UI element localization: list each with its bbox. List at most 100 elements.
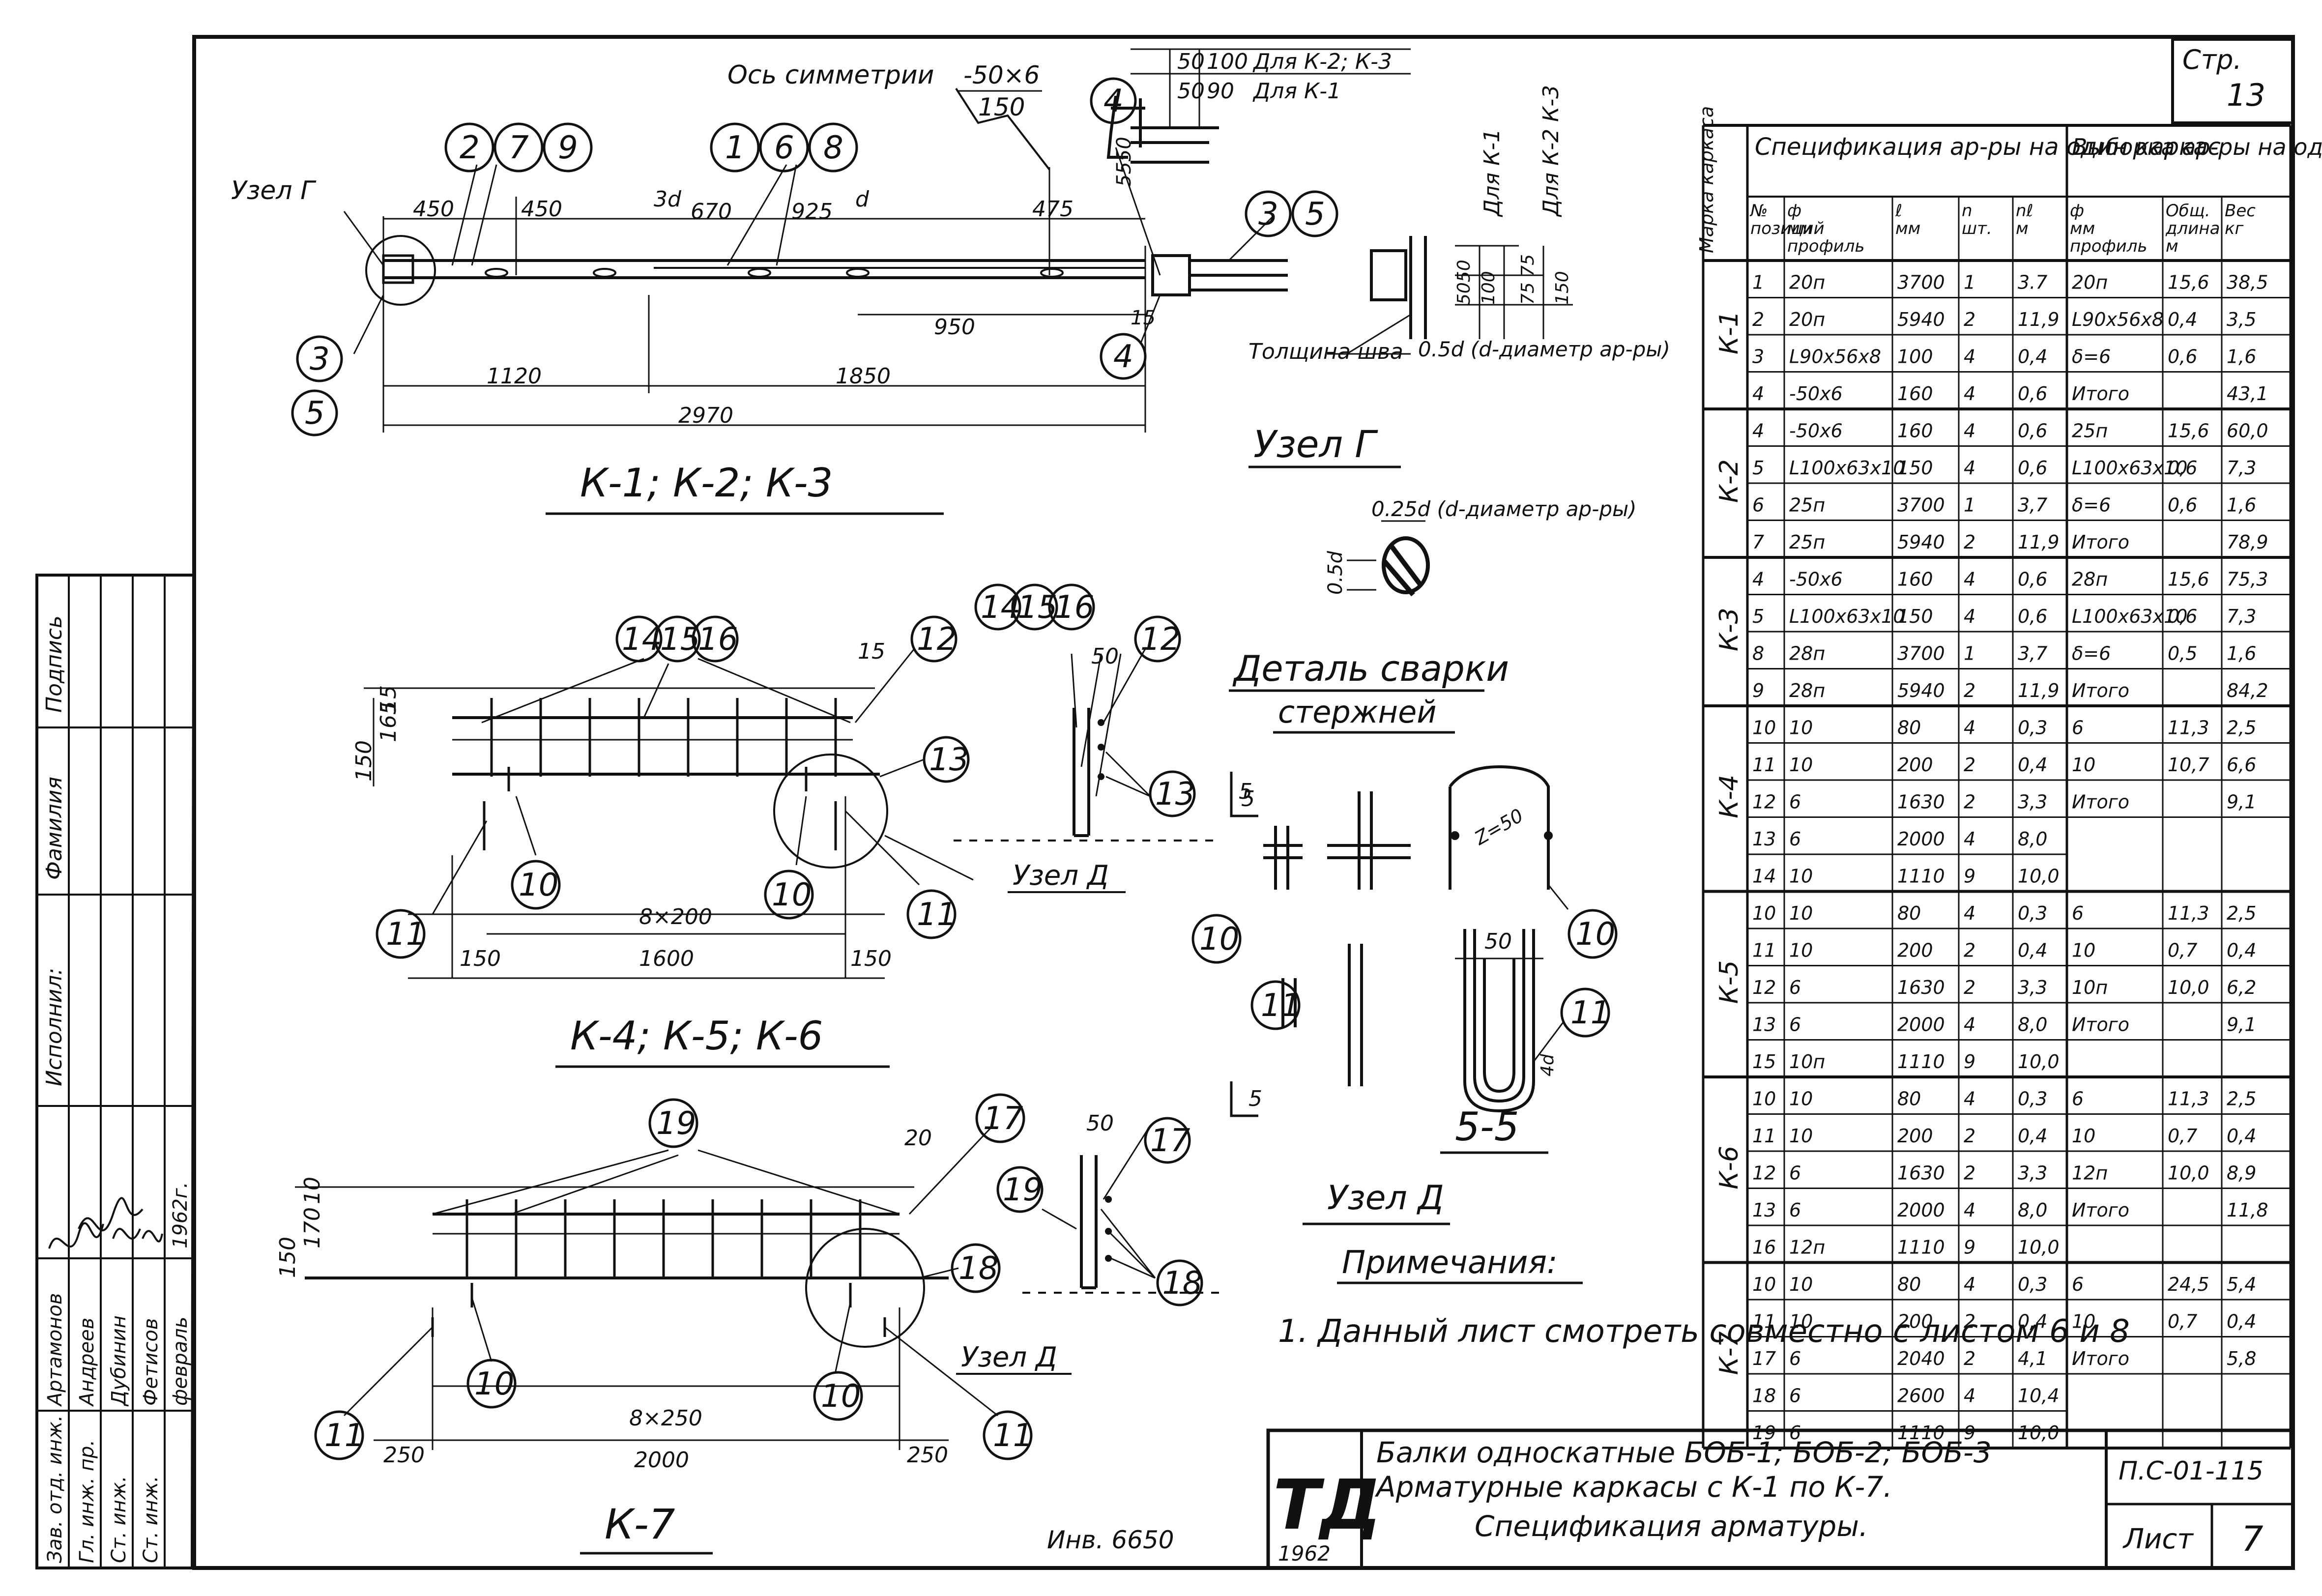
table-cell-К-3-r0-c0: 4 [1752, 569, 1764, 590]
table-cell-К-6-r2-c3: 2 [1964, 1162, 1975, 1184]
k7-labels: 19 17 18 10 11 10 11 10 170 150 20 8×250… [275, 1093, 1072, 1555]
dim-1120: 1120 [487, 364, 542, 389]
table-cell-К-6-r1-c3: 2 [1964, 1125, 1975, 1147]
table-cell-К-1-r3-c3: 4 [1964, 383, 1975, 405]
table-cell-К-1-r1-c4: 11,9 [2018, 309, 2060, 330]
k456-callout-14: 14 [622, 621, 662, 658]
table-col-head-7: длина [2165, 219, 2220, 238]
table-cell-К-4-r4-c4: 10,0 [2018, 866, 2060, 887]
callout-8: 8 [823, 130, 843, 166]
k7-callout-11b: 11 [993, 1418, 1033, 1454]
stamp-role-1: Зав. отд. инж. [44, 1415, 66, 1563]
dim-925: 925 [791, 199, 833, 224]
table-cell-К-7-r3-c4: 10,4 [2018, 1385, 2060, 1407]
table-cell-К-7-r3-c1: 6 [1789, 1385, 1801, 1407]
title-code: П.С-01-115 [2119, 1456, 2264, 1486]
table-cell-К-7-r2-c5: Итого [2072, 1348, 2129, 1369]
table-cell-К-7-r0-c7: 5,4 [2227, 1274, 2256, 1295]
k456-side-13: 13 [1155, 776, 1195, 813]
table-cell-К-4-r4-c0: 14 [1752, 866, 1776, 887]
table-cell-К-6-r0-c4: 0,3 [2018, 1088, 2047, 1110]
stamp-year: 1962г. [169, 1182, 192, 1248]
table-cell-К-2-r1-c5: L100x63x10 [2072, 457, 2187, 479]
k7-dim-10: 10 [300, 1177, 325, 1204]
table-cell-К-4-r3-c4: 8,0 [2018, 828, 2047, 850]
table-cell-К-4-r3-c1: 6 [1789, 828, 1801, 850]
plate-label-bottom: 150 [978, 93, 1025, 121]
caption-k7: К-7 [605, 1500, 675, 1548]
k456-callout-10a: 10 [519, 867, 558, 903]
top-labels: Ось симметрии -50×6 150 Узел Г 450 450 3… [231, 60, 1074, 515]
k456-side-14: 14 [981, 589, 1020, 626]
k456-callout-11a: 11 [386, 916, 426, 953]
stamp-role-3: Ст. инж. [108, 1476, 130, 1563]
table-cell-К-4-r0-c5: 6 [2072, 717, 2084, 739]
page-number: 13 [2227, 77, 2265, 113]
page-number-box: Стр. 13 [2171, 38, 2294, 124]
table-cell-К-4-r2-c3: 2 [1964, 791, 1975, 813]
node-g-title: Узел Г [1253, 422, 1378, 466]
table-cell-К-3-r2-c3: 1 [1964, 643, 1975, 665]
section-callout-10b: 10 [1575, 916, 1615, 953]
section-dim-z50: Z=50 [1471, 805, 1527, 850]
k7-side-17: 17 [1150, 1123, 1190, 1159]
table-cell-К-5-r1-c0: 11 [1752, 940, 1776, 961]
stamp-header-signature: Подпись [42, 615, 67, 713]
table-cell-К-1-r2-c6: 0,6 [2168, 346, 2197, 368]
table-cell-К-7-r0-c5: 6 [2072, 1274, 2084, 1295]
k7-side-view: 17 19 18 50 [996, 1111, 1219, 1306]
table-cell-К-6-r2-c2: 1630 [1897, 1162, 1945, 1184]
stamp-header-executed: Исполнил: [42, 968, 67, 1086]
table-cell-К-1-r3-c7: 43,1 [2227, 383, 2268, 405]
table-cell-К-6-r2-c1: 6 [1789, 1162, 1801, 1184]
stamp-name-3: Дубинин [108, 1315, 130, 1407]
table-cell-К-7-r4-c1: 6 [1789, 1422, 1801, 1444]
table-cell-К-3-r0-c4: 0,6 [2018, 569, 2047, 590]
table-cell-К-6-r2-c7: 8,9 [2227, 1162, 2256, 1184]
stamp-role-4: Ст. инж. [140, 1476, 162, 1563]
table-cell-К-2-r3-c0: 7 [1752, 531, 1764, 553]
table-cell-К-7-r0-c4: 0,3 [2018, 1274, 2047, 1295]
table-cell-К-4-r0-c1: 10 [1789, 717, 1813, 739]
k456-side-12: 12 [1140, 621, 1180, 658]
table-cell-К-1-r2-c1: L90x56x8 [1789, 346, 1881, 368]
weld-detail: 0.25d (d-диаметр ар-ры) 0.5d Деталь свар… [1229, 497, 1637, 734]
table-cell-К-2-r2-c1: 25п [1789, 494, 1825, 516]
table-cell-К-2-r2-c7: 1,6 [2227, 494, 2256, 516]
node-g-dim-100: 100 [1207, 49, 1248, 74]
table-cell-К-1-r0-c4: 3.7 [2018, 272, 2047, 293]
k456-side-15: 15 [1017, 589, 1057, 626]
table-cell-К-2-r0-c5: 25п [2072, 420, 2108, 442]
table-col-head-2: мм [1787, 219, 1812, 238]
table-cell-К-1-r0-c7: 38,5 [2227, 272, 2268, 293]
table-cell-К-7-r1-c2: 200 [1897, 1311, 1933, 1333]
table-cell-К-1-r3-c2: 160 [1897, 383, 1933, 405]
table-cell-К-7-r2-c3: 2 [1964, 1348, 1975, 1369]
table-cell-К-5-r3-c3: 4 [1964, 1014, 1975, 1036]
table-cell-К-7-r4-c3: 9 [1964, 1422, 1975, 1444]
k7-dim-250-left: 250 [383, 1443, 425, 1468]
table-cell-К-6-r0-c3: 4 [1964, 1088, 1975, 1110]
section-mark-top: 5 [1241, 786, 1255, 812]
table-group-mark-К-2: К-2 [1714, 459, 1744, 503]
table-cell-К-7-r4-c4: 10,0 [2018, 1422, 2060, 1444]
table-cell-К-4-r0-c0: 10 [1752, 717, 1776, 739]
table-cell-К-3-r0-c3: 4 [1964, 569, 1975, 590]
table-cell-К-3-r0-c5: 28п [2072, 569, 2108, 590]
table-col-head-8: кг [2225, 219, 2244, 238]
callout-1: 1 [725, 130, 745, 166]
table-cell-К-5-r0-c3: 4 [1964, 902, 1975, 924]
table-cell-К-5-r1-c2: 200 [1897, 940, 1933, 961]
table-cell-К-7-r2-c0: 17 [1752, 1348, 1776, 1369]
section-5-5: 5 5 10 11 10 11 5 Z=50 50 4d 5-5 Узел Д [1191, 765, 1618, 1225]
weld-detail-top-label: 0.25d (d-диаметр ар-ры) [1371, 497, 1637, 521]
k7-callout-17: 17 [983, 1101, 1023, 1137]
node-g-callout-5: 5 [1305, 196, 1325, 232]
table-cell-К-1-r0-c1: 20п [1789, 272, 1825, 293]
table-cell-К-1-r1-c6: 0,4 [2168, 309, 2197, 330]
table-col-head-4: шт. [1962, 219, 1992, 238]
table-col-head-3: ℓ [1895, 201, 1902, 221]
table-cell-К-4-r1-c6: 10,7 [2168, 754, 2209, 776]
table-cell-К-4-r4-c2: 1110 [1897, 866, 1945, 887]
